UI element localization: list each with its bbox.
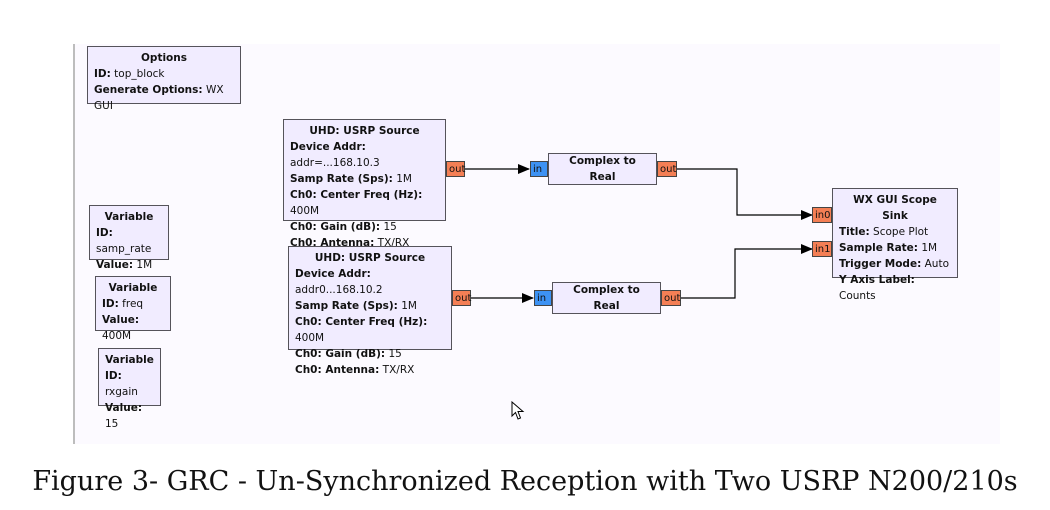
param-value: Auto bbox=[924, 258, 950, 270]
variable-title: Variable bbox=[104, 211, 154, 223]
scope-in1-port[interactable]: in1 bbox=[812, 241, 832, 257]
param-value: Scope Plot bbox=[873, 226, 929, 238]
options-gen-value: WX GUI bbox=[94, 84, 224, 112]
param-label: Ch0: Antenna: bbox=[295, 364, 380, 376]
block-title: Complex to Real bbox=[573, 284, 640, 312]
variable-id-value: samp_rate bbox=[96, 243, 152, 255]
param-label: Ch0: Center Freq (Hz): bbox=[295, 316, 428, 328]
param-label: Sample Rate: bbox=[839, 242, 918, 254]
options-id-label: ID: bbox=[94, 68, 111, 80]
param-value: Counts bbox=[839, 290, 876, 302]
param-value: 15 bbox=[388, 348, 402, 360]
wire-converter1-to-scope-in0 bbox=[677, 168, 813, 220]
variable-id-value: rxgain bbox=[105, 386, 138, 398]
block-title: UHD: USRP Source bbox=[314, 252, 426, 264]
variable-value: 15 bbox=[105, 418, 119, 430]
param-label: Title: bbox=[839, 226, 870, 238]
options-title: Options bbox=[141, 52, 187, 64]
param-label: Samp Rate (Sps): bbox=[295, 300, 398, 312]
converter2-out-port[interactable]: out bbox=[661, 290, 681, 306]
param-value: addr0...168.10.2 bbox=[295, 284, 383, 296]
param-value: 1M bbox=[396, 173, 412, 185]
source2-out-port[interactable]: out bbox=[452, 290, 471, 306]
param-value: 1M bbox=[921, 242, 938, 254]
block-title: WX GUI Scope Sink bbox=[853, 194, 937, 222]
block-title: Complex to Real bbox=[569, 155, 636, 183]
param-value: 1M bbox=[401, 300, 417, 312]
usrp-source-block-1[interactable]: UHD: USRP Source Device Addr: addr=...16… bbox=[283, 119, 446, 249]
variable-value-label: Value: bbox=[102, 314, 140, 326]
converter1-out-port[interactable]: out bbox=[657, 161, 677, 177]
usrp-source-block-2[interactable]: UHD: USRP Source Device Addr: addr0...16… bbox=[288, 246, 452, 376]
variable-block-samp-rate[interactable]: Variable ID: samp_rate Value: 1M bbox=[89, 205, 169, 271]
options-block[interactable]: Options ID: top_block Generate Options: … bbox=[87, 46, 241, 112]
scope-in0-port[interactable]: in0 bbox=[812, 207, 832, 223]
variable-title: Variable bbox=[108, 282, 158, 294]
variable-title: Variable bbox=[105, 354, 154, 366]
param-label: Samp Rate (Sps): bbox=[290, 173, 393, 185]
param-label: Ch0: Center Freq (Hz): bbox=[290, 189, 423, 201]
source1-out-port[interactable]: out bbox=[446, 161, 465, 177]
converter2-in-port[interactable]: in bbox=[534, 290, 552, 306]
variable-id-label: ID: bbox=[105, 370, 122, 382]
block-title: UHD: USRP Source bbox=[309, 125, 420, 137]
variable-value-label: Value: bbox=[105, 402, 143, 414]
param-label: Ch0: Gain (dB): bbox=[295, 348, 386, 360]
param-value: TX/RX bbox=[382, 364, 415, 376]
converter1-in-port[interactable]: in bbox=[530, 161, 548, 177]
param-label: Ch0: Gain (dB): bbox=[290, 221, 381, 233]
param-label: Device Addr: bbox=[295, 268, 371, 280]
mouse-cursor-icon bbox=[511, 401, 525, 420]
variable-value-label: Value: bbox=[96, 259, 134, 271]
wx-gui-scope-sink-block[interactable]: WX GUI Scope Sink Title: Scope Plot Samp… bbox=[832, 188, 958, 302]
wire-converter2-to-scope-in1 bbox=[681, 244, 813, 299]
param-label: Trigger Mode: bbox=[839, 258, 922, 270]
variable-block-rxgain[interactable]: Variable ID: rxgain Value: 15 bbox=[98, 348, 161, 430]
options-gen-label: Generate Options: bbox=[94, 84, 203, 96]
variable-id-value: freq bbox=[122, 298, 144, 310]
variable-block-freq[interactable]: Variable ID: freq Value: 400M bbox=[95, 276, 171, 342]
options-id-value: top_block bbox=[114, 68, 165, 80]
param-value: addr=...168.10.3 bbox=[290, 157, 380, 169]
canvas-left-border bbox=[73, 44, 75, 444]
param-label: Device Addr: bbox=[290, 141, 366, 153]
param-value: 400M bbox=[290, 205, 320, 217]
param-value: 400M bbox=[295, 332, 325, 344]
variable-value: 1M bbox=[136, 259, 153, 271]
complex-to-real-block-2[interactable]: Complex to Real bbox=[552, 282, 661, 314]
variable-id-label: ID: bbox=[102, 298, 119, 310]
variable-id-label: ID: bbox=[96, 227, 113, 239]
param-value: 15 bbox=[383, 221, 397, 233]
figure-caption: Figure 3- GRC - Un-Synchronized Receptio… bbox=[32, 466, 1018, 497]
variable-value: 400M bbox=[102, 330, 132, 342]
complex-to-real-block-1[interactable]: Complex to Real bbox=[548, 153, 657, 185]
param-label: Y Axis Label: bbox=[839, 274, 915, 286]
